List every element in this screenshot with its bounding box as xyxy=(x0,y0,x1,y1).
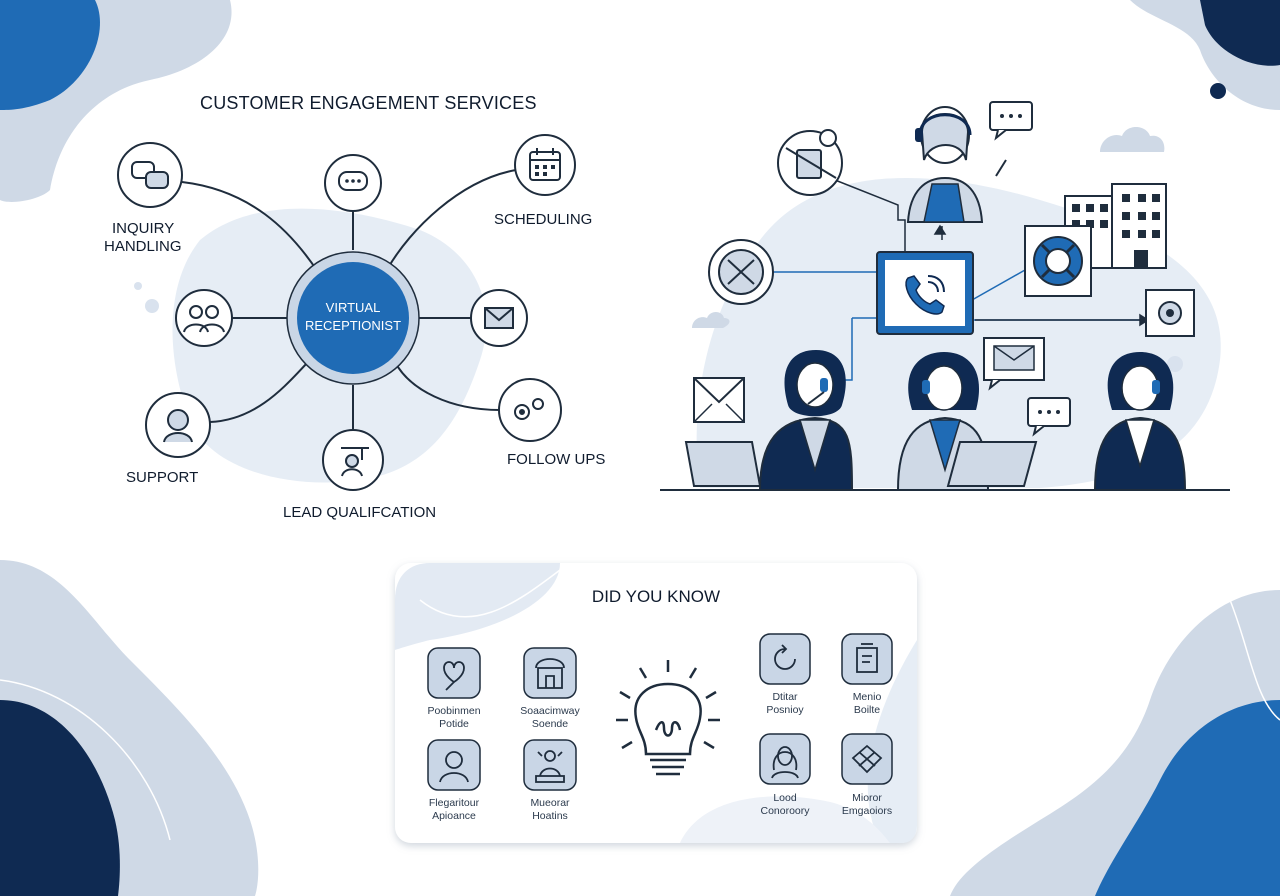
node-lead-qualification: LEAD QUALIFCATION xyxy=(283,429,436,521)
refresh-icon xyxy=(774,644,796,670)
center-label-line1: VIRTUAL xyxy=(326,300,381,315)
fact-item-6-line1: Menio xyxy=(853,691,882,703)
connector-lines xyxy=(181,169,517,430)
speech-bubble-icon xyxy=(989,101,1033,141)
hand-heart-icon xyxy=(443,661,465,691)
settings-gear-icon xyxy=(1145,289,1195,337)
map-icon xyxy=(851,744,883,774)
shop-icon xyxy=(535,658,565,689)
cloud-icon xyxy=(692,312,730,328)
fact-item-2-line1: Soaacimway xyxy=(520,705,580,717)
headset-agent-icon xyxy=(684,350,854,491)
fact-item-2: Soaacimway Soende xyxy=(520,647,581,730)
fact-item-3: Flegaritour Apioance xyxy=(427,739,481,822)
diagram-title: CUSTOMER ENGAGEMENT SERVICES xyxy=(200,93,537,113)
chat-bubble-icon xyxy=(338,171,368,191)
lifebuoy-icon xyxy=(1024,225,1092,297)
fact-item-7-line2: Conoroory xyxy=(760,805,810,817)
fact-item-3-line2: Apioance xyxy=(432,810,476,822)
fact-item-7-line1: Lood xyxy=(773,792,797,804)
fact-item-6-line2: Boilte xyxy=(854,704,880,716)
clipboard-icon xyxy=(777,129,843,196)
headset-agent-icon xyxy=(906,106,1007,223)
headset-agent-icon xyxy=(896,352,1038,491)
chat-bubbles-icon xyxy=(131,161,169,189)
follow-ups-label: FOLLOW UPS xyxy=(507,451,605,468)
presenter-icon xyxy=(535,750,565,783)
person-icon xyxy=(439,751,469,783)
node-chat xyxy=(324,154,382,212)
center-label-line2: RECEPTIONIST xyxy=(305,318,401,333)
fact-item-1-line1: Poobinmen xyxy=(427,705,480,717)
compass-icon xyxy=(708,239,774,305)
headset-agent-icon xyxy=(1093,352,1187,491)
envelope-icon xyxy=(484,307,514,329)
fact-item-8-line1: Mioror xyxy=(852,792,882,804)
card-title: DID YOU KNOW xyxy=(592,587,720,606)
virtual-receptionist-node: VIRTUAL RECEPTIONIST xyxy=(286,251,420,385)
fact-item-4: Mueorar Hoatins xyxy=(523,739,577,822)
fact-item-1-line2: Potide xyxy=(439,718,469,730)
node-scheduling: SCHEDULING xyxy=(494,134,592,228)
fact-item-5-line1: Dtitar xyxy=(772,691,798,703)
support-label: SUPPORT xyxy=(126,469,198,486)
woman-icon xyxy=(771,746,799,779)
people-icon xyxy=(183,305,225,333)
phone-call-icon xyxy=(876,251,974,335)
fact-item-3-line1: Flegaritour xyxy=(429,797,480,809)
fact-item-4-line1: Mueorar xyxy=(530,797,570,809)
fact-item-1: Poobinmen Potide xyxy=(427,647,481,730)
inquiry-label-2: HANDLING xyxy=(104,238,182,255)
fact-item-8-line2: Emgaoiors xyxy=(842,805,892,817)
fact-item-5-line2: Posnioy xyxy=(766,704,804,716)
scheduling-label: SCHEDULING xyxy=(494,211,592,228)
cloud-icon xyxy=(1100,127,1165,152)
node-people xyxy=(175,289,233,347)
fact-item-8: Mioror Emgaoiors xyxy=(841,733,893,817)
node-follow-ups: FOLLOW UPS xyxy=(498,378,605,468)
badge-icon xyxy=(856,643,878,673)
node-inquiry-handling: INQUIRY HANDLING xyxy=(104,142,183,255)
fact-item-5: Dtitar Posnioy xyxy=(759,633,811,716)
id-card-icon xyxy=(341,447,369,477)
fact-item-6: Menio Boilte xyxy=(841,633,893,716)
fact-item-7: Lood Conoroory xyxy=(759,733,811,817)
support-agent-icon xyxy=(163,409,193,443)
fact-item-4-line2: Hoatins xyxy=(532,810,568,822)
gears-icon xyxy=(514,398,544,420)
envelope-icon xyxy=(693,377,745,423)
node-mail xyxy=(470,289,528,347)
speech-bubble-icon xyxy=(1027,397,1071,437)
lead-label: LEAD QUALIFCATION xyxy=(283,504,436,521)
envelope-icon xyxy=(983,337,1045,391)
inquiry-label-1: INQUIRY xyxy=(112,220,174,237)
fact-item-2-line2: Soende xyxy=(532,718,568,730)
node-support: SUPPORT xyxy=(126,392,211,486)
lightbulb-icon xyxy=(616,660,720,776)
